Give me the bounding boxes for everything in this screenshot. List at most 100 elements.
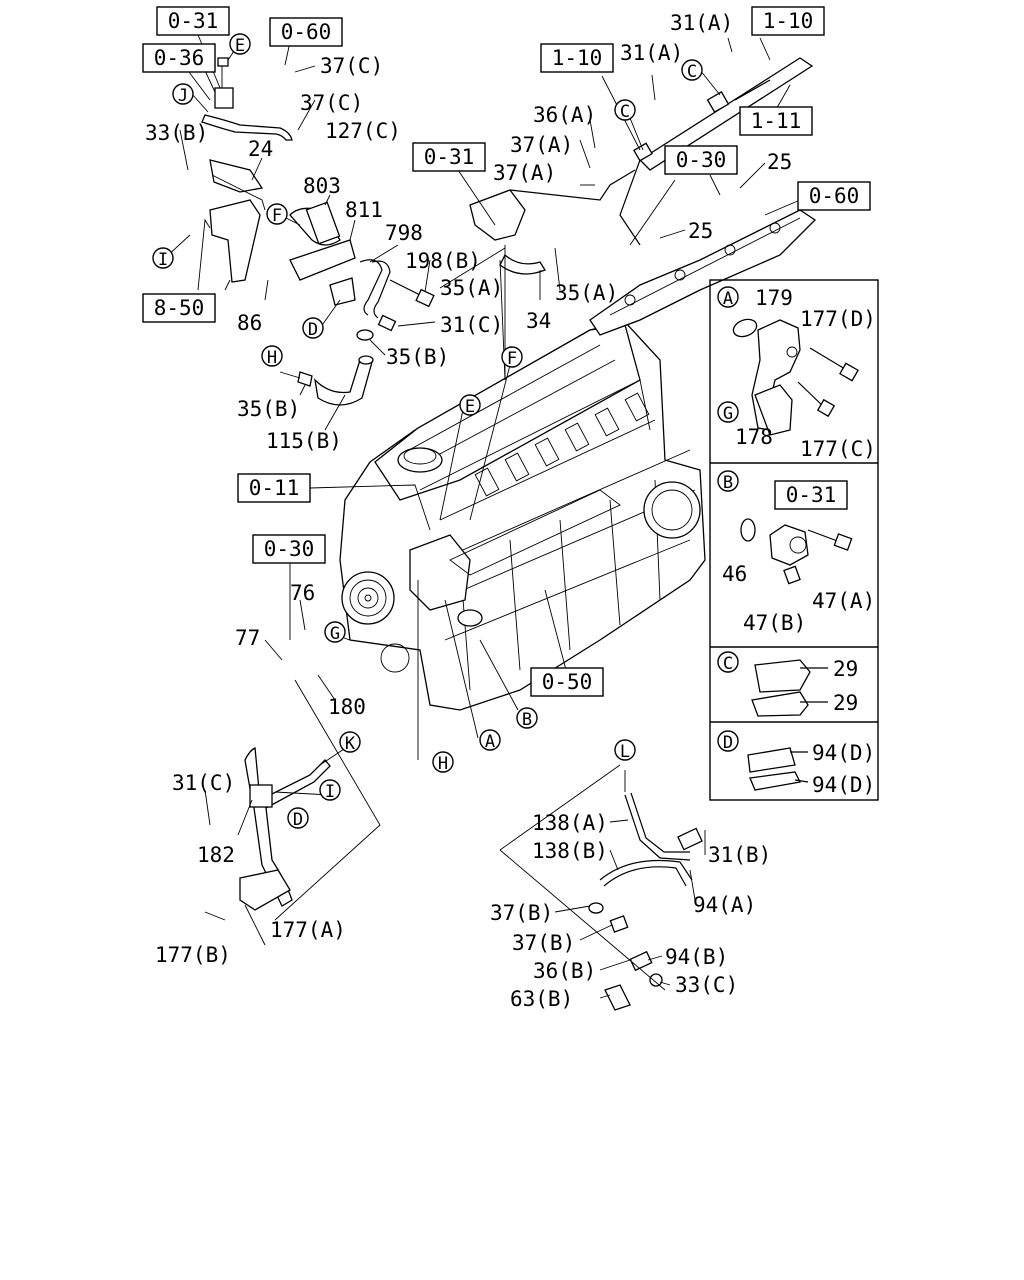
ref-box-031-detail: 0-31 [774,480,848,510]
circle-markers: E J F I D H F E C C G A B H K I D L A G … [152,33,739,830]
marker-i-left: I [152,247,174,270]
reference-boxes: 0-31 0-36 0-60 1-10 1-10 1-11 0-31 0-30 [142,6,871,697]
label-803: 803 [303,174,341,198]
label-76: 76 [290,581,315,605]
ref-box-031-mid: 0-31 [412,142,486,172]
label-86: 86 [237,311,262,335]
marker-h-top: H [261,345,283,368]
marker-detail-a: A [717,286,739,309]
svg-text:G: G [723,404,733,424]
marker-i-bottom: I [319,779,341,802]
label-d47a: 47(A) [812,589,875,613]
left-upper-pipe [201,57,293,193]
ref-box-060-right: 0-60 [797,181,871,211]
svg-text:E: E [235,36,245,56]
label-d94d-1: 94(D) [812,741,875,765]
label-77: 77 [235,626,260,650]
svg-text:I: I [325,782,335,802]
marker-detail-d: D [717,730,739,753]
hose-115b [297,355,374,406]
detail-c-clamps [751,659,828,717]
label-811: 811 [345,198,383,222]
label-798: 798 [385,221,423,245]
svg-text:0-31: 0-31 [168,9,219,33]
label-182: 182 [197,843,235,867]
top-return-pipe [619,57,814,246]
svg-text:8-50: 8-50 [154,296,205,320]
label-115b: 115(B) [266,429,342,453]
marker-f-left: F [266,203,288,226]
svg-text:B: B [723,473,733,493]
marker-d-bottom: D [287,807,309,830]
label-35b-1: 35(B) [386,345,449,369]
label-35a-1: 35(A) [440,276,503,300]
svg-text:0-30: 0-30 [676,148,727,172]
svg-text:0-30: 0-30 [264,537,315,561]
svg-text:1-10: 1-10 [552,46,603,70]
label-31c-top: 31(C) [440,313,503,337]
svg-text:J: J [178,86,188,106]
engine-block [339,321,706,711]
label-37b-2: 37(B) [512,931,575,955]
svg-text:1-10: 1-10 [763,9,814,33]
marker-f-engine: F [501,346,523,369]
svg-text:B: B [522,710,532,730]
svg-text:F: F [272,206,282,226]
marker-g-engine: G [324,621,346,644]
part-labels: 37(C) 37(C) 127(C) 33(B) 24 803 811 798 … [145,11,876,1011]
label-d46: 46 [722,562,747,586]
marker-c-mid: C [614,99,636,122]
label-d179: 179 [755,286,793,310]
label-94b: 94(B) [665,945,728,969]
label-37c-2: 37(C) [300,91,363,115]
svg-text:0-60: 0-60 [281,20,332,44]
label-63b: 63(B) [510,987,573,1011]
detail-d-clamps [747,747,809,791]
heat-shield-bracket [589,209,817,336]
label-127c: 127(C) [325,119,401,143]
label-33c: 33(C) [675,973,738,997]
marker-a-engine: A [479,729,501,752]
svg-text:D: D [723,733,733,753]
label-180: 180 [328,695,366,719]
label-d29-1: 29 [833,657,858,681]
label-31c-bottom: 31(C) [172,771,235,795]
label-24: 24 [248,137,273,161]
label-25-1: 25 [767,150,792,174]
ref-box-110-a: 1-10 [540,43,614,73]
label-36b: 36(B) [533,959,596,983]
svg-text:0-11: 0-11 [249,476,300,500]
ref-box-031-top-left: 0-31 [156,6,230,36]
label-37c-1: 37(C) [320,54,383,78]
svg-text:A: A [723,289,733,309]
label-d177c: 177(C) [800,437,876,461]
marker-e-engine: E [459,394,481,417]
label-33b: 33(B) [145,121,208,145]
svg-text:D: D [308,320,318,340]
svg-text:I: I [158,250,168,270]
svg-text:H: H [438,754,448,774]
ref-box-030-right: 0-30 [664,145,738,175]
detail-b-plug [740,518,853,585]
label-138a: 138(A) [532,811,608,835]
svg-text:0-60: 0-60 [809,184,860,208]
marker-b-engine: B [516,707,538,730]
marker-detail-g: G [717,401,739,424]
label-177a: 177(A) [270,918,346,942]
label-37a-1: 37(A) [510,133,573,157]
ref-box-060-top: 0-60 [269,17,343,47]
marker-c-top: C [681,59,703,82]
marker-l: L [614,739,636,762]
label-d29-2: 29 [833,691,858,715]
svg-text:1-11: 1-11 [751,109,802,133]
svg-text:C: C [620,102,630,122]
label-31b: 31(B) [708,843,771,867]
marker-j: J [172,83,194,106]
marker-detail-c: C [717,651,739,674]
label-34: 34 [526,309,551,333]
label-35a-2: 35(A) [555,281,618,305]
svg-text:0-50: 0-50 [542,670,593,694]
bypass-hose-34 [469,169,636,275]
